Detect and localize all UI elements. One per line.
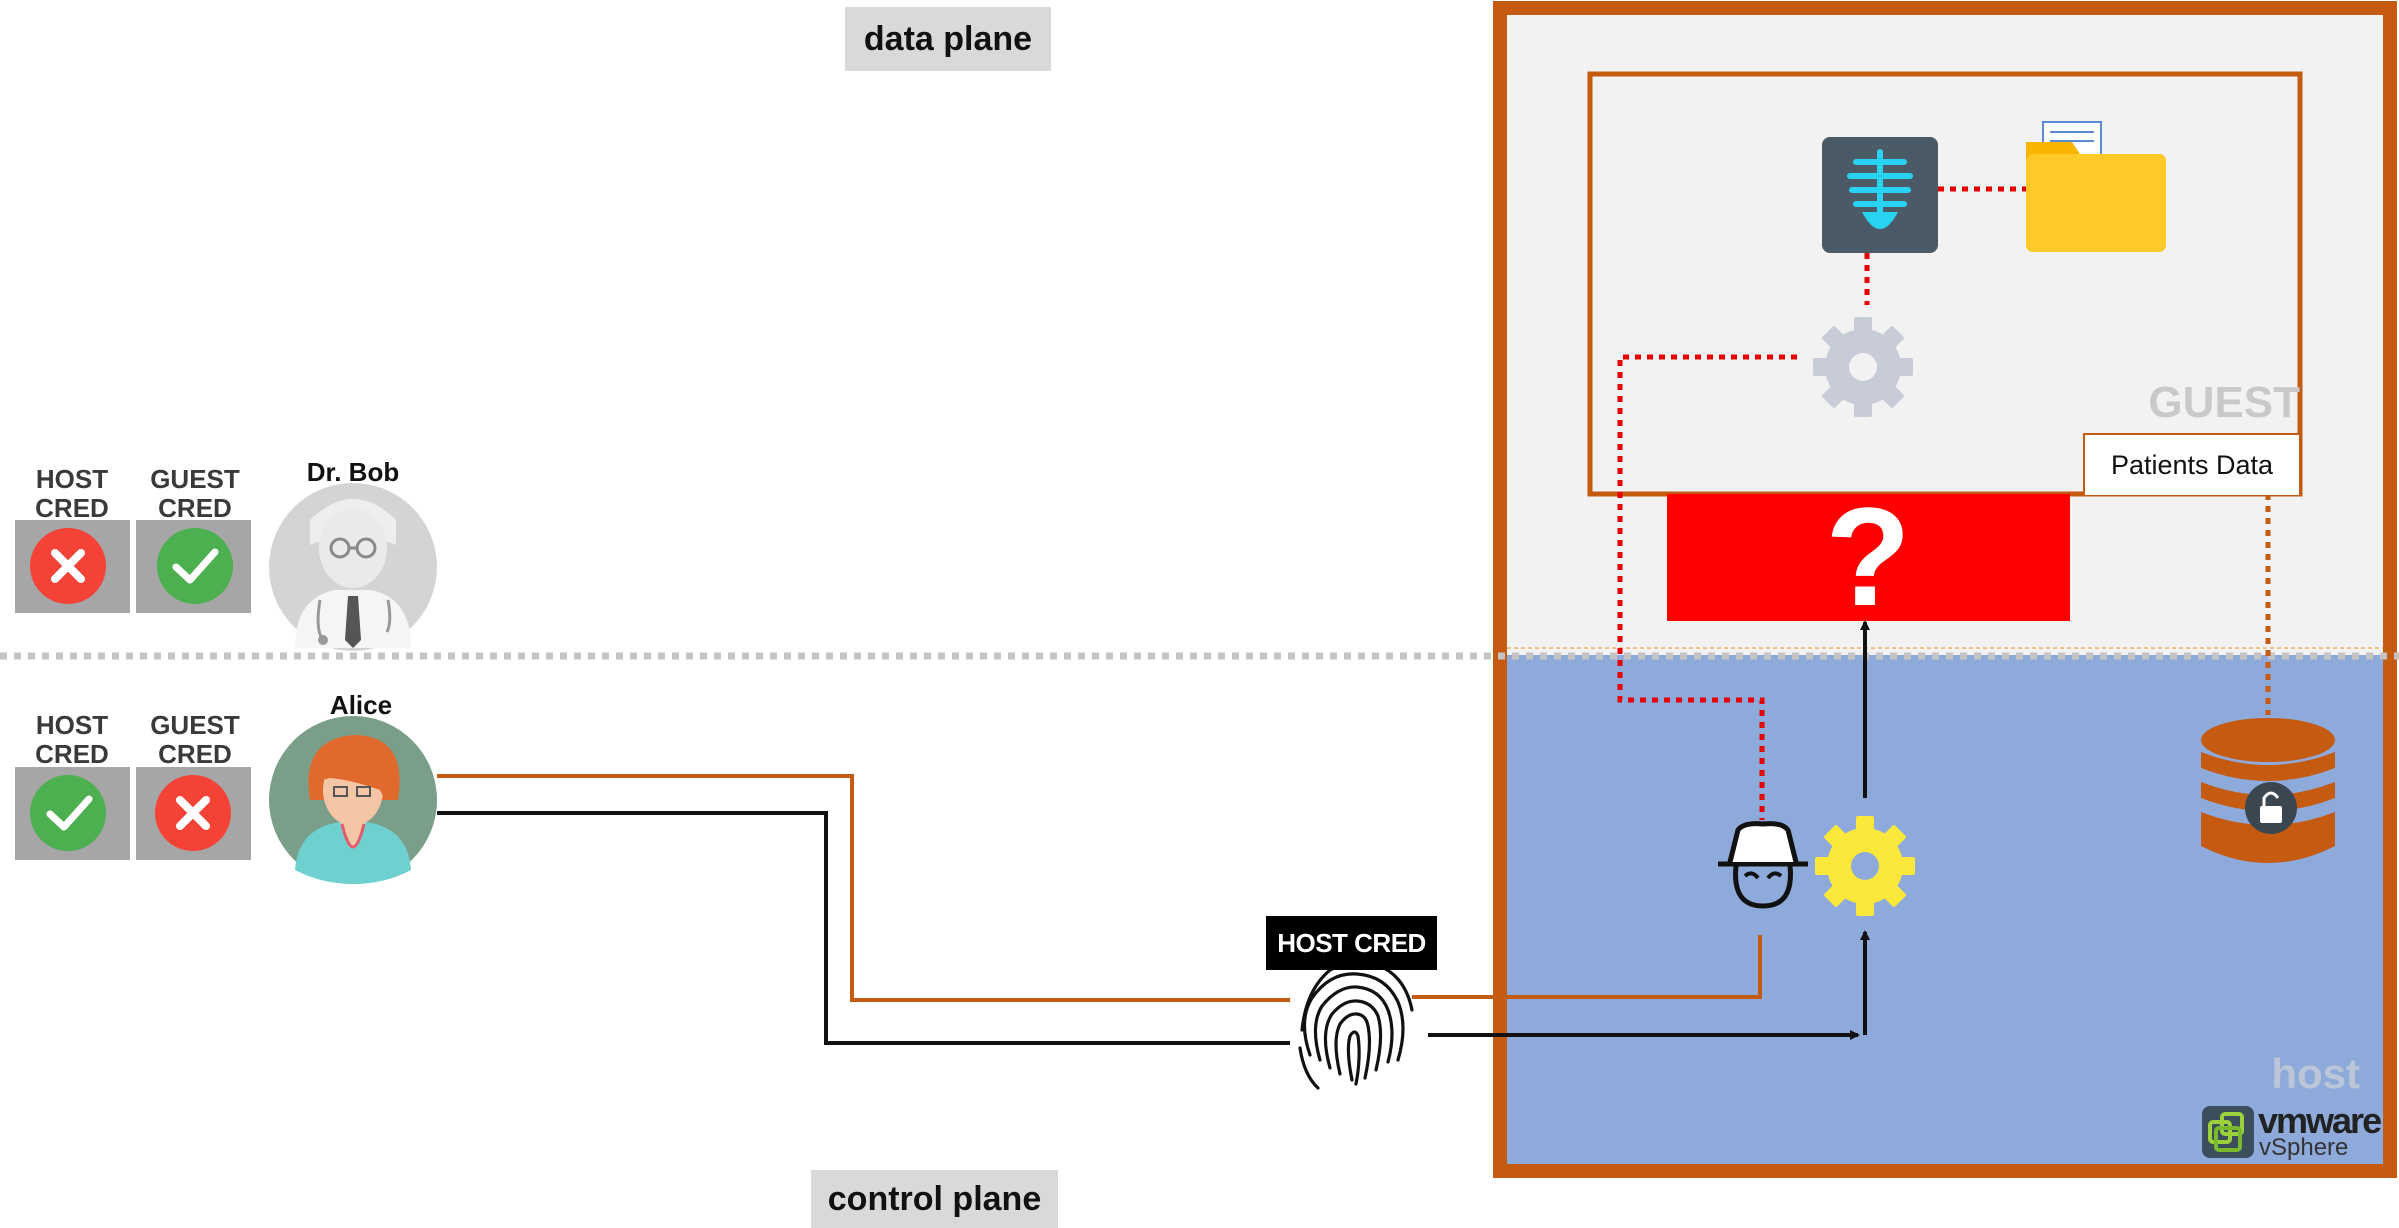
control-plane-label: control plane	[811, 1170, 1058, 1228]
vsphere-logo-icon	[2202, 1106, 2254, 1158]
alice-control-path	[437, 813, 1290, 1043]
alice-name: Alice	[261, 690, 461, 721]
data-plane-label: data plane	[845, 7, 1051, 71]
host-gear-icon	[1815, 816, 1915, 916]
bob-guest-cred-box	[136, 520, 251, 613]
check-icon	[157, 528, 233, 604]
guest-label: GUEST	[2080, 378, 2300, 428]
bob-guest-cred-label: GUEST CRED	[135, 465, 255, 523]
patients-data-label: Patients Data	[2083, 433, 2299, 495]
check-icon	[30, 775, 106, 851]
vsphere-product: vSphere	[2259, 1134, 2348, 1162]
database-lock-icon	[2201, 718, 2335, 863]
guest-gear-icon	[1813, 317, 1913, 417]
alice-avatar	[269, 716, 437, 884]
host-label: host	[2160, 1050, 2360, 1098]
alice-host-cred-box	[15, 767, 130, 860]
bob-host-cred-box	[15, 520, 130, 613]
host-cred-tag: HOST CRED	[1266, 916, 1437, 970]
alice-host-path	[437, 776, 1290, 1000]
alice-guest-cred-box	[136, 767, 251, 860]
alice-guest-cred-label: GUEST CRED	[135, 711, 255, 769]
guest-vm-box	[1590, 74, 2300, 494]
alice-host-cred-label: HOST CRED	[12, 711, 132, 769]
barrier-question-mark: ?	[1825, 478, 1911, 635]
doctor-avatar	[269, 483, 437, 651]
fingerprint-icon	[1300, 953, 1412, 1088]
xray-icon	[1822, 137, 1938, 253]
bob-host-cred-label: HOST CRED	[12, 465, 132, 523]
bob-name: Dr. Bob	[253, 457, 453, 488]
